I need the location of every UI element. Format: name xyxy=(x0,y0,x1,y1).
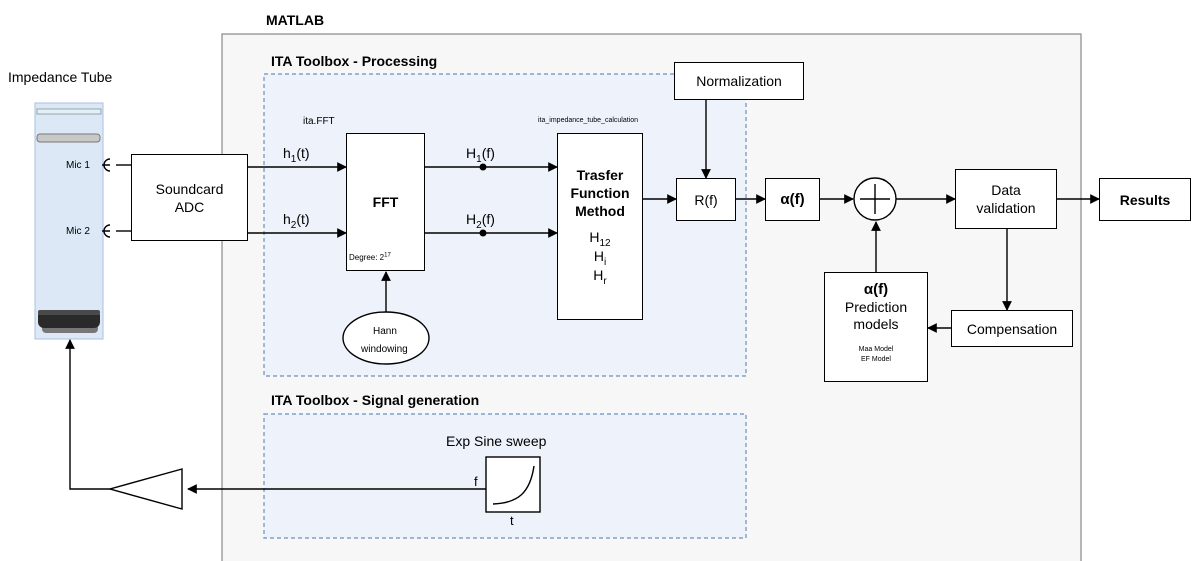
sweep-box xyxy=(485,456,541,513)
matlab-label: MATLAB xyxy=(266,12,325,28)
signal-generation-title: ITA Toolbox - Signal generation xyxy=(271,392,480,408)
validation-label: validation xyxy=(976,200,1036,216)
compensation-label: Compensation xyxy=(966,320,1058,337)
results-box: Results xyxy=(1099,178,1191,221)
exp-sine-sweep-label: Exp Sine sweep xyxy=(446,433,547,449)
soundcard-adc-box: Soundcard ADC xyxy=(131,154,248,241)
alpha-box: α(f) xyxy=(765,178,820,221)
ita-fft-label: ita.FFT xyxy=(303,116,335,127)
tf-line3: Method xyxy=(575,203,625,219)
mic1-connector xyxy=(102,158,111,172)
adc-label: ADC xyxy=(174,198,205,215)
H2f-dot xyxy=(479,229,487,237)
H2f-label: H2(f) xyxy=(466,211,495,231)
impedance-tube-title: Impedance Tube xyxy=(8,69,113,85)
fft-label: FFT xyxy=(372,194,399,210)
sweep-f-label: f xyxy=(474,474,478,489)
calc-label: ita_impedance_tube_calculation xyxy=(538,117,639,124)
transfer-function-box: Trasfer Function Method H12 Hi Hr xyxy=(557,133,643,320)
mic2-connector xyxy=(102,224,111,238)
tube-speaker-top xyxy=(38,310,100,315)
prediction-line2: models xyxy=(853,316,899,332)
H12-label: H12 xyxy=(589,229,611,249)
hann-line2: windowing xyxy=(361,344,408,355)
hann-line1: Hann xyxy=(373,326,397,337)
Hr-label: Hr xyxy=(593,267,607,287)
prediction-line1: Prediction xyxy=(844,299,908,315)
soundcard-label: Soundcard xyxy=(155,180,224,197)
tf-line2: Function xyxy=(570,185,630,201)
results-label: Results xyxy=(1119,191,1171,208)
processing-area xyxy=(263,73,747,377)
normalization-label: Normalization xyxy=(696,73,782,89)
prediction-models-box: α(f) Prediction models Maa Model EF Mode… xyxy=(824,272,928,382)
mic2-label: Mic 2 xyxy=(66,226,90,237)
sweep-t-label: t xyxy=(510,513,514,528)
H1f-label: H1(f) xyxy=(466,145,495,165)
tube-sample-disk xyxy=(36,133,101,143)
compensation-box: Compensation xyxy=(951,310,1073,347)
H1f-dot xyxy=(479,163,487,171)
hann-ellipse xyxy=(342,311,430,365)
mic1-label: Mic 1 xyxy=(66,160,90,171)
maa-model-label: Maa Model xyxy=(858,346,894,353)
processing-title: ITA Toolbox - Processing xyxy=(271,53,438,69)
data-label: Data xyxy=(991,182,1021,198)
fft-box: FFT xyxy=(346,133,425,271)
data-validation-box: Data validation xyxy=(955,169,1057,229)
h1-label: h1(t) xyxy=(283,145,310,165)
h2-label: h2(t) xyxy=(283,211,310,231)
tf-line1: Trasfer xyxy=(576,167,624,183)
normalization-box: Normalization xyxy=(674,62,804,100)
amplifier-triangle xyxy=(107,468,183,510)
fft-degree-label: Degree: 217 xyxy=(349,252,391,262)
ef-model-label: EF Model xyxy=(861,356,891,363)
rf-label: R(f) xyxy=(694,191,718,208)
alpha-label: α(f) xyxy=(780,191,805,208)
prediction-alpha: α(f) xyxy=(863,281,889,298)
sweep-curve-icon xyxy=(492,465,535,505)
tube-top-plate xyxy=(36,108,102,115)
Hi-label: Hi xyxy=(593,248,607,268)
amp-to-speaker xyxy=(65,339,110,490)
rf-box: R(f) xyxy=(676,178,736,221)
